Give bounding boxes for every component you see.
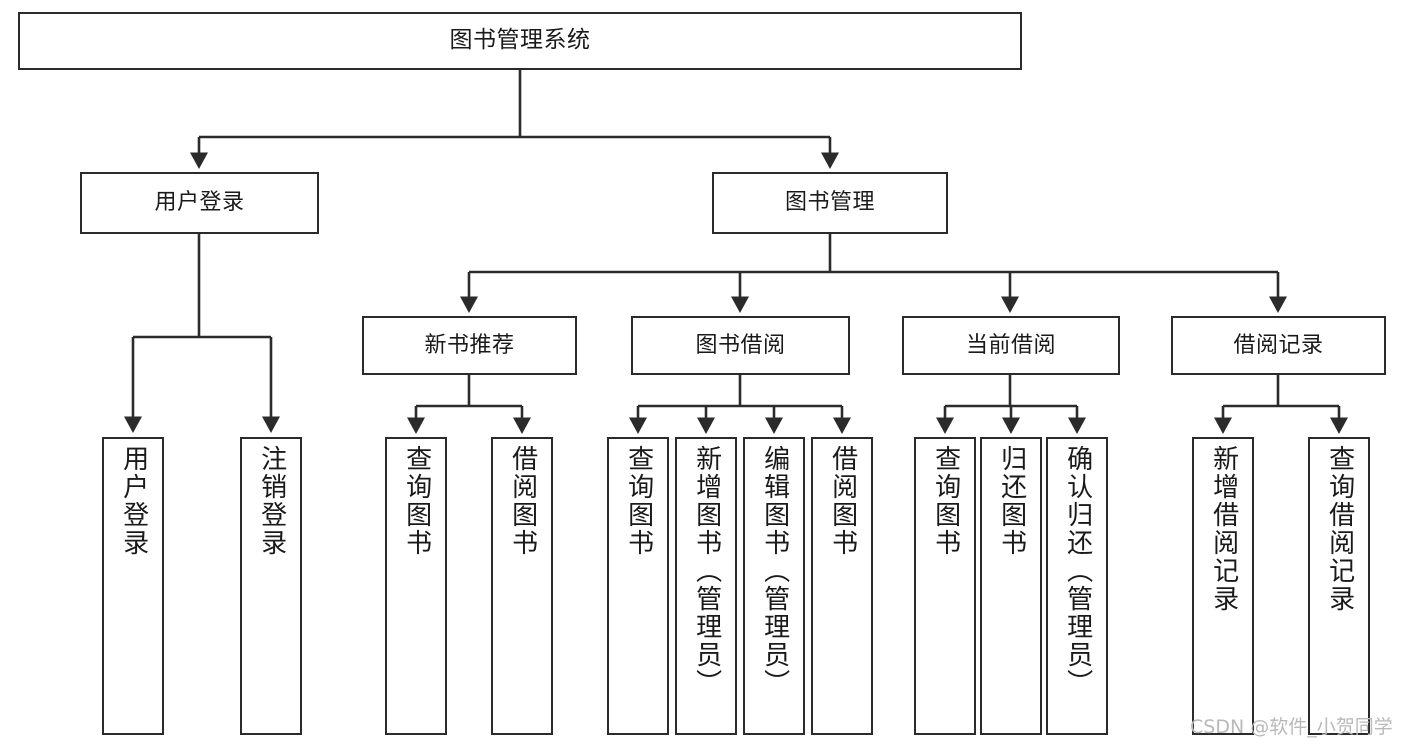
node-label: 查询借阅记录	[1324, 445, 1355, 613]
node-current-borrow[interactable]: 当前借阅	[902, 316, 1120, 375]
watermark: CSDN @软件_小贺同学	[1190, 716, 1393, 738]
node-label: 借阅图书	[827, 445, 858, 557]
node-label: 注销登录	[256, 445, 287, 557]
node-label: 借阅图书	[507, 445, 538, 557]
node-label: 用户登录	[154, 190, 245, 216]
node-label: 查询图书	[401, 445, 432, 557]
node-label: 图书管理	[784, 190, 875, 216]
node-leaf-query-book-recommend[interactable]: 查询图书	[385, 437, 447, 735]
node-leaf-borrow-book-recommend[interactable]: 借阅图书	[491, 437, 553, 735]
node-label: 新增借阅记录	[1208, 445, 1239, 613]
node-root-book-management-system[interactable]: 图书管理系统	[18, 12, 1022, 70]
node-label: 当前借阅	[965, 332, 1056, 358]
node-leaf-edit-book-admin[interactable]: 编辑图书（管理员）	[743, 437, 805, 735]
node-leaf-query-book-current[interactable]: 查询图书	[914, 437, 976, 735]
node-label: 图书借阅	[695, 332, 786, 358]
node-leaf-confirm-return-admin[interactable]: 确认归还（管理员）	[1046, 437, 1108, 735]
node-book-borrow[interactable]: 图书借阅	[631, 316, 850, 375]
node-label: 编辑图书（管理员）	[759, 445, 790, 697]
node-label: 用户登录	[118, 445, 149, 557]
node-label: 归还图书	[996, 445, 1027, 557]
node-leaf-user-login[interactable]: 用户登录	[102, 437, 164, 735]
node-leaf-query-borrow-record[interactable]: 查询借阅记录	[1308, 437, 1370, 735]
node-leaf-return-book[interactable]: 归还图书	[980, 437, 1042, 735]
node-leaf-logout-login[interactable]: 注销登录	[240, 437, 302, 735]
node-book-management[interactable]: 图书管理	[712, 172, 948, 234]
node-label: 图书管理系统	[449, 27, 591, 54]
node-borrow-record[interactable]: 借阅记录	[1171, 316, 1386, 375]
node-label: 确认归还（管理员）	[1062, 445, 1093, 697]
node-new-book-recommend[interactable]: 新书推荐	[362, 316, 577, 375]
node-leaf-add-borrow-record[interactable]: 新增借阅记录	[1192, 437, 1254, 735]
node-label: 借阅记录	[1233, 332, 1324, 358]
node-user-login[interactable]: 用户登录	[80, 172, 319, 234]
node-label: 查询图书	[623, 445, 654, 557]
node-leaf-borrow-book[interactable]: 借阅图书	[811, 437, 873, 735]
node-leaf-query-book-borrow[interactable]: 查询图书	[607, 437, 669, 735]
node-label: 新增图书（管理员）	[691, 445, 722, 697]
node-label: 新书推荐	[424, 332, 515, 358]
node-leaf-add-book-admin[interactable]: 新增图书（管理员）	[675, 437, 737, 735]
node-label: 查询图书	[930, 445, 961, 557]
